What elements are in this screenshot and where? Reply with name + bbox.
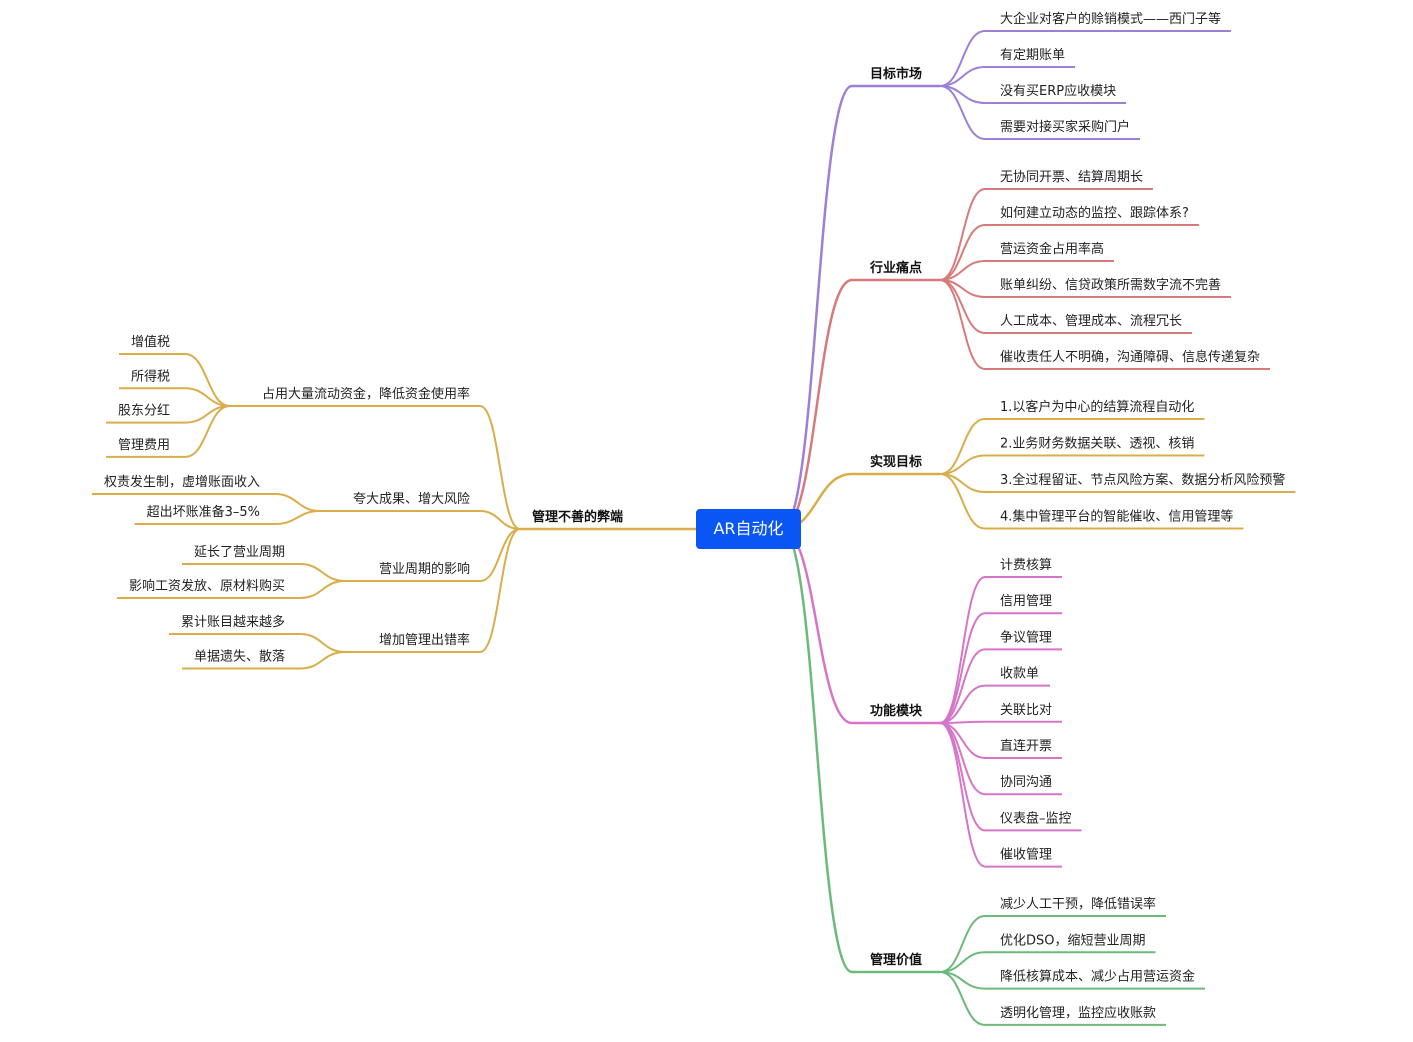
main-topic-label[interactable]: 管理价值 — [870, 952, 922, 968]
leaf-label[interactable]: 延长了营业周期 — [194, 545, 285, 560]
subtopic-connector — [939, 684, 986, 724]
subtopic-connector — [939, 722, 986, 796]
subtopic-label[interactable]: 夸大成果、增大风险 — [353, 492, 470, 507]
leaf-connector — [299, 651, 346, 670]
leaf-label[interactable]: 所得税 — [131, 368, 170, 384]
subtopic-label[interactable]: 2.业务财务数据关联、透视、核销 — [1000, 436, 1194, 452]
subtopic-label[interactable]: 催收责任人不明确，沟通障碍、信息传递复杂 — [1000, 349, 1260, 365]
subtopic-label[interactable]: 透明化管理，监控应收账款 — [1000, 1005, 1156, 1021]
subtopic-connector — [939, 473, 986, 530]
subtopic-label[interactable]: 增加管理出错率 — [379, 632, 470, 648]
subtopic-label[interactable]: 无协同开票、结算周期长 — [1000, 170, 1143, 185]
subtopic-label[interactable]: 没有买ERP应收模块 — [1000, 83, 1116, 99]
subtopic-label[interactable]: 有定期账单 — [1000, 48, 1065, 63]
subtopic-connector — [479, 528, 521, 582]
central-topic[interactable]: AR自动化 — [696, 509, 801, 549]
subtopic-label[interactable]: 计费核算 — [1000, 558, 1052, 573]
main-branch-connector — [781, 84, 853, 531]
subtopic-connector — [939, 720, 986, 724]
leaf-connector — [184, 405, 231, 458]
subtopic-label[interactable]: 优化DSO，缩短营业周期 — [1000, 932, 1146, 948]
subtopic-label[interactable]: 降低核算成本、减少占用营运资金 — [1000, 969, 1195, 985]
subtopic-label[interactable]: 1.以客户为中心的结算流程自动化 — [1000, 399, 1194, 415]
subtopic-connector — [939, 648, 986, 724]
subtopic-label[interactable]: 直连开票 — [1000, 738, 1052, 754]
main-topic-label[interactable]: 管理不善的弊端 — [532, 509, 623, 525]
subtopic-label[interactable]: 减少人工干预，降低错误率 — [1000, 896, 1156, 912]
leaf-label[interactable]: 超出坏账准备3–5% — [147, 504, 260, 520]
subtopic-label[interactable]: 收款单 — [1000, 667, 1039, 682]
subtopic-connector — [479, 510, 521, 530]
subtopic-label[interactable]: 如何建立动态的监控、跟踪体系? — [1000, 205, 1189, 221]
leaf-connector — [299, 563, 346, 582]
leaf-label[interactable]: 权责发生制，虚增账面收入 — [104, 474, 260, 490]
subtopic-connector — [479, 528, 521, 653]
subtopic-connector — [939, 971, 986, 1026]
subtopic-label[interactable]: 人工成本、管理成本、流程冗长 — [1000, 314, 1182, 329]
subtopic-connector — [939, 85, 986, 140]
leaf-label[interactable]: 股东分红 — [118, 403, 170, 419]
leaf-label[interactable]: 单据遗失、散落 — [194, 650, 285, 665]
leaf-label[interactable]: 影响工资发放、原材料购买 — [129, 578, 285, 594]
main-topic-label[interactable]: 行业痛点 — [869, 260, 922, 276]
leaf-connector — [274, 493, 321, 512]
subtopic-label[interactable]: 仪表盘–监控 — [1000, 810, 1072, 826]
subtopic-label[interactable]: 关联比对 — [1000, 703, 1052, 718]
subtopic-label[interactable]: 营业周期的影响 — [379, 561, 470, 577]
subtopic-connector — [939, 722, 986, 868]
subtopic-label[interactable]: 需要对接买家采购门户 — [1000, 119, 1130, 135]
leaf-connector — [274, 510, 321, 525]
subtopic-label[interactable]: 4.集中管理平台的智能催收、信用管理等 — [1000, 509, 1233, 525]
main-topic-label[interactable]: 功能模块 — [870, 703, 923, 719]
subtopic-label[interactable]: 大企业对客户的赊销模式——西门子等 — [1000, 11, 1221, 27]
subtopic-label[interactable]: 信用管理 — [1000, 594, 1052, 609]
subtopic-label[interactable]: 催收管理 — [1000, 848, 1052, 863]
leaf-connector — [299, 633, 346, 653]
subtopic-label[interactable]: 营运资金占用率高 — [1000, 241, 1104, 257]
subtopic-label[interactable]: 3.全过程留证、节点风险方案、数据分析风险预警 — [1000, 472, 1285, 488]
leaf-connector — [299, 580, 346, 599]
main-branch-connector — [781, 527, 853, 974]
subtopic-connector — [939, 576, 986, 724]
subtopic-label[interactable]: 争议管理 — [1000, 630, 1052, 645]
leaf-label[interactable]: 增值税 — [131, 334, 170, 350]
subtopic-label[interactable]: 账单纠纷、信贷政策所需数字流不完善 — [1000, 277, 1221, 293]
subtopic-connector — [939, 188, 986, 281]
leaf-label[interactable]: 累计账目越来越多 — [181, 614, 285, 630]
subtopic-label[interactable]: 协同沟通 — [1000, 775, 1052, 790]
subtopic-connector — [939, 279, 986, 370]
main-topic-label[interactable]: 目标市场 — [870, 66, 922, 82]
main-topic-label[interactable]: 实现目标 — [870, 454, 922, 470]
main-branch-connector — [781, 527, 853, 725]
subtopic-label[interactable]: 占用大量流动资金，降低资金使用率 — [262, 386, 470, 402]
subtopic-connector — [939, 612, 986, 724]
leaf-label[interactable]: 管理费用 — [118, 438, 170, 453]
subtopic-connector — [479, 405, 521, 530]
subtopic-connector — [939, 915, 986, 973]
